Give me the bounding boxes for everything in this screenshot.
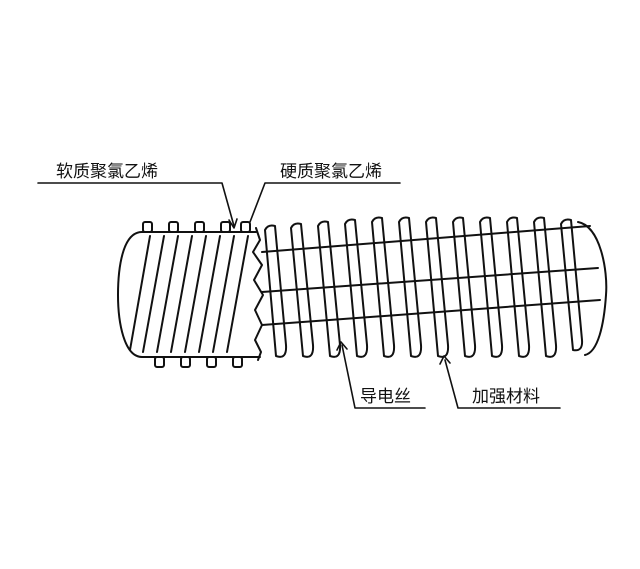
hose-right-end: [577, 221, 608, 356]
inner-soft-tube-outline: [117, 231, 261, 358]
label-reinforcement: 加强材料: [472, 387, 540, 407]
arrowheads: [228, 218, 451, 365]
label-soft-pvc: 软质聚氯乙烯: [56, 162, 158, 182]
inner-tube-ribs: [129, 235, 249, 353]
label-conductive-wire: 导电丝: [360, 387, 411, 407]
leader-soft-pvc: [37, 182, 235, 227]
leader-hard-pvc: [249, 182, 401, 223]
cut-edge: [252, 227, 264, 361]
leader-conductive-wire: [341, 344, 426, 409]
leader-reinforcement: [444, 359, 561, 409]
inner-tube-upper-nubs: [142, 221, 251, 233]
inner-tube-lower-nubs: [154, 356, 243, 368]
label-hard-pvc: 硬质聚氯乙烯: [280, 162, 382, 182]
hard-pvc-helix-ribs: [264, 216, 584, 358]
leader-lines: [37, 182, 561, 409]
